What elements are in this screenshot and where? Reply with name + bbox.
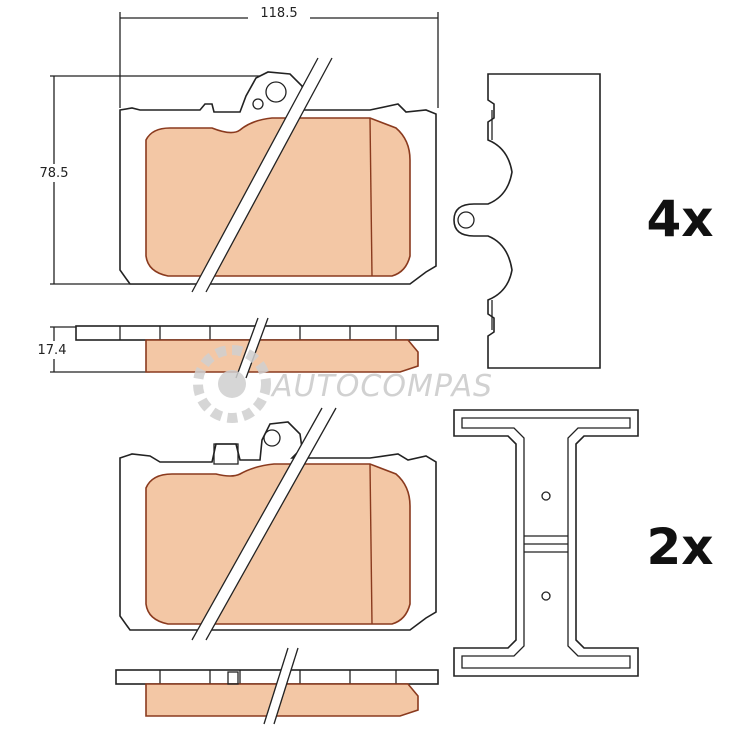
brake-pad-top-front (119, 71, 437, 285)
watermark-text: AUTOCOMPAS (270, 369, 493, 404)
thickness-label: 17.4 (38, 343, 67, 358)
watermark: AUTOCOMPAS (193, 345, 493, 423)
dimension-height: 78.5 (28, 75, 270, 285)
height-label: 78.5 (40, 166, 69, 181)
brake-pad-bottom-front (119, 421, 437, 631)
spring-clip (453, 409, 639, 677)
watermark-logo-icon (193, 345, 271, 423)
break-line-bottom (191, 407, 337, 641)
brake-pad-top-side (75, 317, 439, 379)
brake-pad-bottom-side (115, 647, 439, 725)
width-label: 118.5 (260, 6, 297, 21)
break-line-top (191, 57, 333, 293)
dimension-width: 118.5 (119, 4, 439, 108)
shim-plate (453, 73, 601, 369)
shim-quantity: 4x (646, 190, 713, 248)
clip-quantity: 2x (646, 518, 713, 576)
